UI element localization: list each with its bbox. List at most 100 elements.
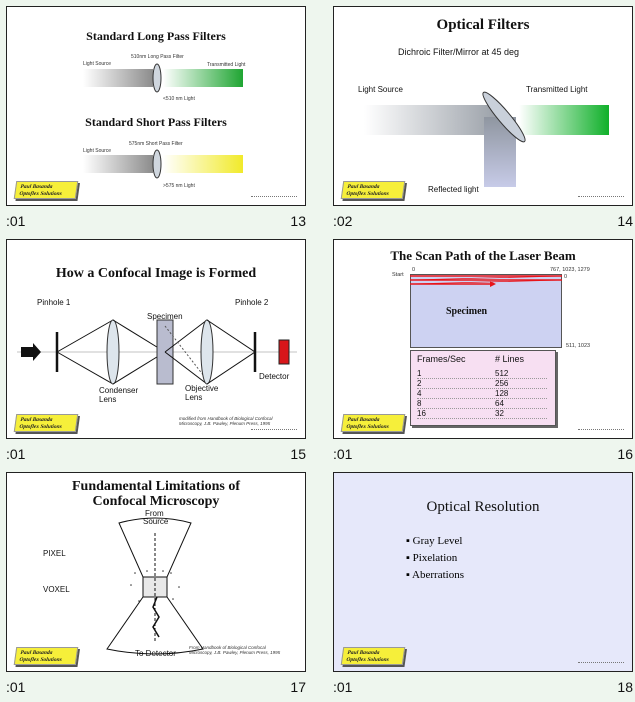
corner-tr-label: 767, 1023, 1279: [550, 267, 590, 273]
company-logo: Paul Basanda Optoflex Solutions: [340, 181, 406, 199]
bullet-item: ▪ Pixelation: [406, 552, 458, 564]
table-row: 2 256: [417, 379, 547, 389]
corner-br-label: 511, 1023: [566, 343, 591, 349]
scan-path: [409, 275, 563, 287]
bullet-list: ▪ Gray Level ▪ Pixelation ▪ Aberrations: [406, 533, 464, 584]
slide-title-long-pass: Standard Long Pass Filters: [86, 29, 226, 43]
company-logo: Paul Basanda Optoflex Solutions: [340, 647, 406, 665]
start-label: Start: [392, 272, 404, 278]
slide-page-number: 15: [290, 446, 306, 462]
from-source-label-2: Source: [143, 517, 169, 526]
slide-18: Optical Resolution ▪ Gray Level ▪ Pixela…: [333, 472, 633, 672]
table-cell-frames: 2: [417, 379, 422, 388]
slide-title: Optical Resolution: [426, 499, 540, 515]
frame-rate-table: Frames/Sec # Lines 1 512 2 256 4 128 8 6…: [410, 350, 556, 426]
table-row: 16 32: [417, 409, 547, 419]
slide-18-cell[interactable]: Optical Resolution ▪ Gray Level ▪ Pixela…: [333, 472, 633, 702]
to-detector-label: To Detector: [135, 649, 176, 658]
from-source-label-1: From: [145, 509, 164, 518]
copyright-note: [251, 193, 297, 197]
voxel-label: VOXEL: [43, 585, 70, 594]
lp-reflected-label: <510 nm Light: [163, 96, 195, 102]
sp-source-label: Light Source: [83, 148, 112, 154]
table-row: 1 512: [417, 369, 547, 379]
specimen-box: [410, 274, 562, 348]
long-pass-diagram: [83, 63, 243, 179]
slide-title: Optical Filters: [436, 17, 530, 33]
table-cell-frames: 8: [417, 399, 422, 408]
bullet-item: ▪ Gray Level: [406, 535, 463, 547]
detector-label: Detector: [259, 372, 290, 381]
voxel-cone-diagram: [106, 517, 204, 655]
table-cell-lines: 256: [495, 379, 509, 388]
company-logo: Paul Basanda Optoflex Solutions: [340, 414, 406, 432]
source-credit: From Handbook of Biological Confocal Mic…: [189, 645, 281, 655]
table-row: 4 128: [417, 389, 547, 399]
slide-subtitle: Dichroic Filter/Mirror at 45 deg: [398, 47, 520, 57]
slide-left-label: :01: [6, 679, 26, 695]
pixel-label: PIXEL: [43, 549, 66, 558]
specimen-label: Specimen: [147, 312, 183, 321]
bullet-text: Gray Level: [412, 535, 463, 547]
slide-17-cell[interactable]: Fundamental Limitations of Confocal Micr…: [6, 472, 306, 702]
table-cell-lines: 64: [495, 399, 504, 408]
slide-15: How a Confocal Image is Formed Pinhole 1…: [6, 239, 306, 439]
slide-15-cell[interactable]: How a Confocal Image is Formed Pinhole 1…: [6, 239, 306, 469]
table-cell-lines: 128: [495, 389, 509, 398]
company-logo: Paul Basanda Optoflex Solutions: [13, 414, 79, 432]
dichroic-diagram: [364, 91, 609, 187]
slide-left-label: :01: [6, 213, 26, 229]
table-cell-frames: 4: [417, 389, 422, 398]
slide-14: Optical Filters Dichroic Filter/Mirror a…: [333, 6, 633, 206]
copyright-note: [251, 426, 297, 430]
bullet-text: Pixelation: [412, 552, 458, 564]
table-cell-lines: 32: [495, 409, 504, 418]
slide-17: Fundamental Limitations of Confocal Micr…: [6, 472, 306, 672]
copyright-note: [578, 426, 624, 430]
slide-left-label: :01: [333, 446, 353, 462]
slide-page-number: 18: [617, 679, 633, 695]
bullet-item: ▪ Aberrations: [406, 569, 464, 581]
confocal-optics-diagram: [17, 319, 297, 385]
table-header-lines: # Lines: [495, 354, 525, 364]
slide-left-label: :02: [333, 213, 353, 229]
specimen-label: Specimen: [446, 306, 488, 317]
slide-page-number: 17: [290, 679, 306, 695]
table-cell-frames: 1: [417, 369, 422, 378]
slide-page-number: 13: [290, 213, 306, 229]
source-credit: modified from Handbook of Biological Con…: [179, 416, 273, 426]
lp-source-label: Light Source: [83, 61, 112, 67]
copyright-note: [578, 193, 624, 197]
reflected-label: Reflected light: [428, 185, 479, 194]
lp-transmitted-label: Transmitted Light: [207, 62, 246, 68]
sp-reflected-label: >575 nm Light: [163, 183, 195, 189]
slide-title-short-pass: Standard Short Pass Filters: [85, 115, 227, 129]
lp-filter-label: 510nm Long Pass Filter: [131, 54, 184, 60]
company-logo: Paul Basanda Optoflex Solutions: [13, 647, 79, 665]
pinhole2-label: Pinhole 2: [235, 298, 269, 307]
slide-16: The Scan Path of the Laser Beam Start 0 …: [333, 239, 633, 439]
condenser-label: Condenser Lens: [99, 386, 139, 404]
objective-label: Objective Lens: [185, 384, 219, 402]
corner-tr2-label: 0: [564, 274, 568, 280]
slide-13-cell[interactable]: Standard Long Pass Filters Light Source: [6, 6, 306, 236]
slide-14-cell[interactable]: Optical Filters Dichroic Filter/Mirror a…: [333, 6, 633, 236]
slide-title: The Scan Path of the Laser Beam: [390, 248, 576, 263]
table-header-frames: Frames/Sec: [417, 354, 466, 364]
pinhole1-label: Pinhole 1: [37, 298, 71, 307]
sp-filter-label: 575nm Short Pass Filter: [129, 141, 183, 147]
table-cell-frames: 16: [417, 409, 426, 418]
slide-left-label: :01: [6, 446, 26, 462]
table-cell-lines: 512: [495, 369, 509, 378]
slide-left-label: :01: [333, 679, 353, 695]
slide-page-number: 14: [617, 213, 633, 229]
copyright-note: [578, 659, 624, 663]
transmitted-label: Transmitted Light: [526, 85, 588, 94]
slide-title-line1: Fundamental Limitations of: [71, 479, 240, 494]
company-logo: Paul Basanda Optoflex Solutions: [13, 181, 79, 199]
bullet-text: Aberrations: [412, 569, 464, 581]
slide-16-cell[interactable]: The Scan Path of the Laser Beam Start 0 …: [333, 239, 633, 469]
corner-tl-label: 0: [412, 267, 416, 273]
slide-title: How a Confocal Image is Formed: [55, 266, 257, 281]
table-row: 8 64: [417, 399, 547, 409]
